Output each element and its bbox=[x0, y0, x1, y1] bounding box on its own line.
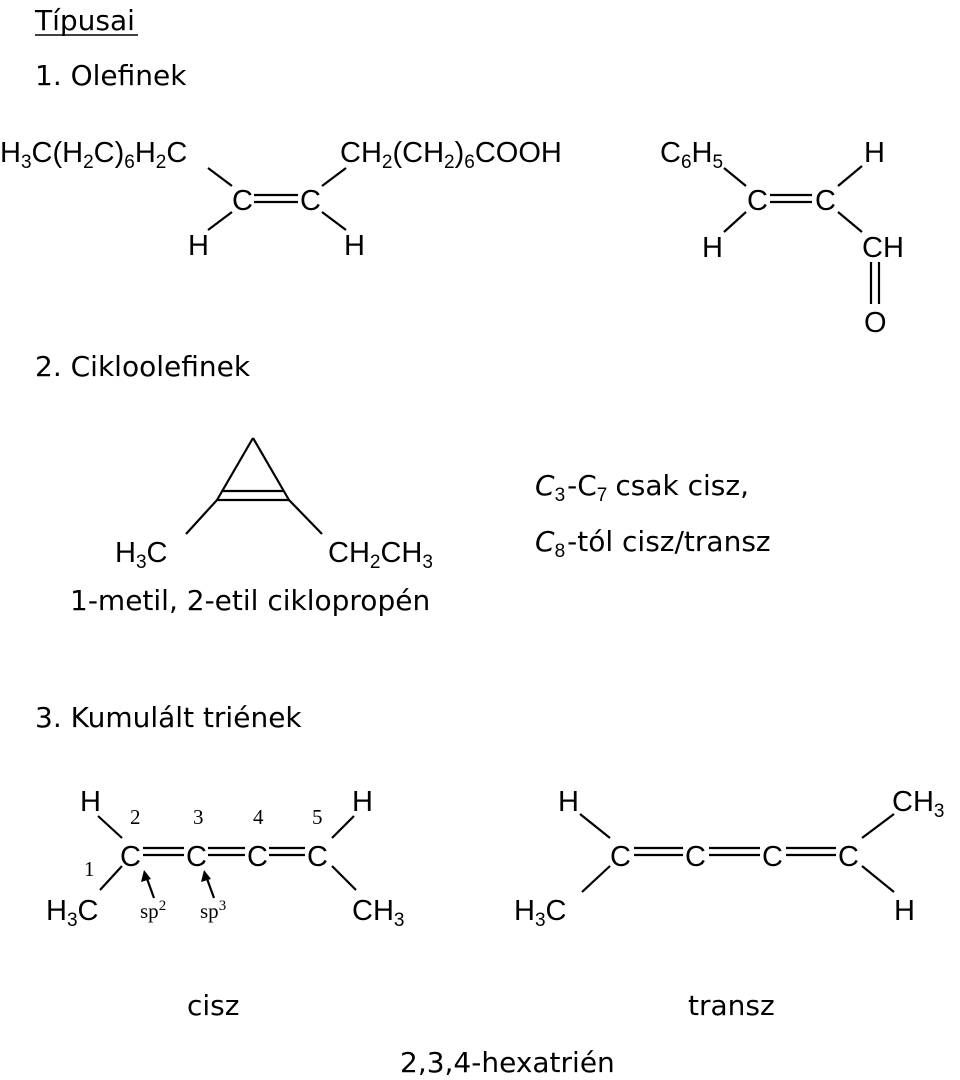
note-line-2: C8-tól cisz/transz bbox=[535, 525, 771, 562]
trans-carbon-5: C bbox=[838, 841, 859, 873]
oleic-acid-structure: H3C(H2C)6H2C CH2(CH2)6COOH C C H H bbox=[0, 137, 562, 262]
arrow-head-sp3 bbox=[201, 870, 211, 882]
cis-sp3-label: sp3 bbox=[200, 898, 226, 923]
heading-tipusai: Típusai bbox=[34, 4, 135, 37]
cis-label: cisz bbox=[187, 989, 239, 1022]
cinnamaldehyde-structure: C6H5 H C C H CH O bbox=[660, 137, 904, 339]
cinnamaldehyde-h-top: H bbox=[864, 137, 885, 169]
trans-carbon-2: C bbox=[610, 841, 631, 873]
oleic-hydrogen-1: H bbox=[188, 230, 209, 262]
trans-carbon-3: C bbox=[685, 841, 706, 873]
arrow-head-sp2 bbox=[141, 870, 151, 882]
cyclopropene-ethyl: CH2CH3 bbox=[328, 537, 433, 573]
oleic-left-group: H3C(H2C)6H2C bbox=[0, 137, 187, 173]
cis-h-left: H bbox=[80, 786, 101, 818]
oleic-carbon-1: C bbox=[232, 185, 253, 217]
trans-h-left: H bbox=[558, 786, 579, 818]
trans-carbon-4: C bbox=[762, 841, 783, 873]
cis-locant-2: 2 bbox=[130, 805, 141, 829]
cis-methyl-right: CH3 bbox=[352, 895, 404, 931]
compound-name: 2,3,4-hexatrién bbox=[400, 1046, 615, 1079]
section-olefins: 1. Olefinek bbox=[35, 59, 187, 92]
cinnamaldehyde-ch: CH bbox=[862, 232, 904, 264]
section-cycloolefins: 2. Cikloolefinek bbox=[35, 350, 251, 383]
trans-h-right: H bbox=[894, 895, 915, 927]
oleic-right-group: CH2(CH2)6COOH bbox=[340, 137, 562, 173]
cis-carbon-2: C bbox=[120, 841, 141, 873]
cis-locant-1: 1 bbox=[84, 857, 95, 881]
cinnamaldehyde-phenyl: C6H5 bbox=[660, 137, 723, 173]
cyclopropene-name: 1-metil, 2-etil ciklopropén bbox=[70, 584, 430, 617]
oleic-carbon-2: C bbox=[300, 185, 321, 217]
cis-carbon-5: C bbox=[307, 841, 328, 873]
cis-h-right: H bbox=[352, 786, 373, 818]
cinnamaldehyde-h-bottom: H bbox=[702, 232, 723, 264]
cinnamaldehyde-carbon-1: C bbox=[747, 185, 768, 217]
cis-hexatriene-structure: H H 2 3 4 5 1 C C C C H3C CH3 sp2 sp3 bbox=[46, 786, 404, 931]
section-cumulated: 3. Kumulált triének bbox=[35, 701, 302, 734]
trans-methyl-right: CH3 bbox=[892, 786, 944, 822]
trans-label: transz bbox=[688, 989, 775, 1022]
cis-carbon-4: C bbox=[247, 841, 268, 873]
cinnamaldehyde-carbon-2: C bbox=[815, 185, 836, 217]
cis-locant-4: 4 bbox=[253, 805, 264, 829]
cyclopropene-structure: H3C CH2CH3 1-metil, 2-etil ciklopropén bbox=[70, 437, 433, 617]
trans-hexatriene-structure: H CH3 C C C C H3C H bbox=[514, 786, 944, 931]
cyclopropene-methyl: H3C bbox=[115, 537, 167, 573]
cinnamaldehyde-oxygen: O bbox=[864, 307, 887, 339]
cis-locant-5: 5 bbox=[312, 805, 323, 829]
trans-methyl-left: H3C bbox=[514, 895, 566, 931]
cis-sp2-label: sp2 bbox=[140, 898, 166, 923]
cis-carbon-3: C bbox=[186, 841, 207, 873]
cis-locant-3: 3 bbox=[193, 805, 204, 829]
cis-methyl-left: H3C bbox=[46, 895, 98, 931]
oleic-hydrogen-2: H bbox=[344, 230, 365, 262]
